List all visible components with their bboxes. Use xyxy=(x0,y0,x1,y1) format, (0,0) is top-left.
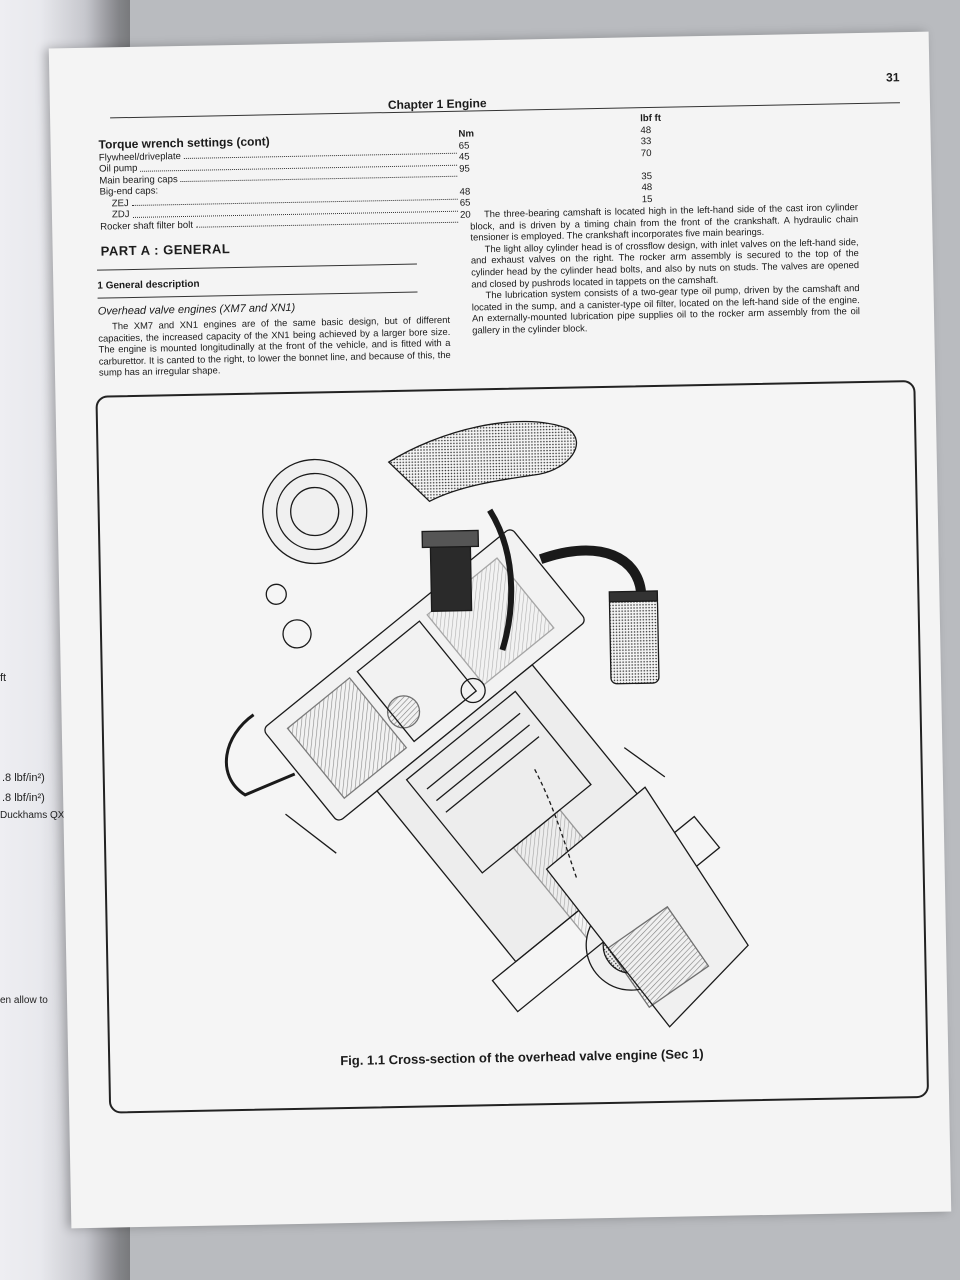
paragraph: The light alloy cylinder head is of cros… xyxy=(470,235,860,290)
paragraph: The lubrication system consists of a two… xyxy=(471,282,861,336)
left-page-fragment: Duckhams QXR xyxy=(0,810,72,821)
torque-row-label: Flywheel/driveplate xyxy=(98,150,182,164)
section-rule xyxy=(97,291,418,299)
section-title: 1 General description xyxy=(97,278,200,292)
torque-settings-list: Torque wrench settings (cont) Flywheel/d… xyxy=(98,133,461,233)
nm-value: 65 xyxy=(458,139,470,152)
torque-row-label: Big-end caps: xyxy=(99,185,159,198)
lbf-value: 70 xyxy=(640,147,652,159)
left-page-fragment: .8 lbf/in²) xyxy=(2,772,45,784)
manual-page: 31 Chapter 1 Engine Torque wrench settin… xyxy=(48,31,952,1229)
section-rule xyxy=(97,263,417,271)
lbf-value: 48 xyxy=(641,181,653,194)
nm-column-header: Nm xyxy=(458,128,475,140)
header-rule xyxy=(110,102,900,119)
left-page-fragment: .8 lbf/in²) xyxy=(2,792,45,804)
lbf-value: 15 xyxy=(641,193,653,205)
left-page-fragment: en allow to xyxy=(0,995,48,1006)
page-number: 31 xyxy=(885,70,900,85)
lbf-value: 48 xyxy=(640,124,652,136)
lbf-ft-column-header: lbf ft xyxy=(640,112,662,125)
left-page-fragment: ft xyxy=(0,672,7,684)
lbf-value xyxy=(641,158,681,170)
lbf-ft-column: lbf ft 48 33 70 35 48 15 xyxy=(640,112,682,205)
lbf-value: 35 xyxy=(641,170,653,182)
torque-row-label: Rocker shaft filter bolt xyxy=(100,219,194,233)
nm-value: 48 xyxy=(459,185,471,198)
paragraph: The XM7 and XN1 engines are of the same … xyxy=(98,313,451,379)
nm-value: 95 xyxy=(459,162,470,175)
subsection-heading: Overhead valve engines (XM7 and XN1) xyxy=(97,301,296,318)
torque-row-label: ZEJ xyxy=(111,197,129,209)
nm-value: 45 xyxy=(458,151,470,163)
part-title: PART A : GENERAL xyxy=(100,241,231,259)
description-paragraphs-right: The three-bearing camshaft is located hi… xyxy=(470,201,860,336)
engine-figure-frame: Fig. 1.1 Cross-section of the overhead v… xyxy=(95,379,930,1114)
torque-row-label: Oil pump xyxy=(98,162,138,175)
nm-value xyxy=(459,174,499,186)
engine-cross-section-illustration xyxy=(224,420,749,1028)
lbf-value: 33 xyxy=(640,136,652,148)
torque-row-label: ZDJ xyxy=(111,209,130,221)
description-paragraph-left: The XM7 and XN1 engines are of the same … xyxy=(98,314,451,379)
nm-column: Nm 65 45 95 48 65 20 xyxy=(458,128,500,221)
torque-row-label: Main bearing caps xyxy=(99,173,178,187)
